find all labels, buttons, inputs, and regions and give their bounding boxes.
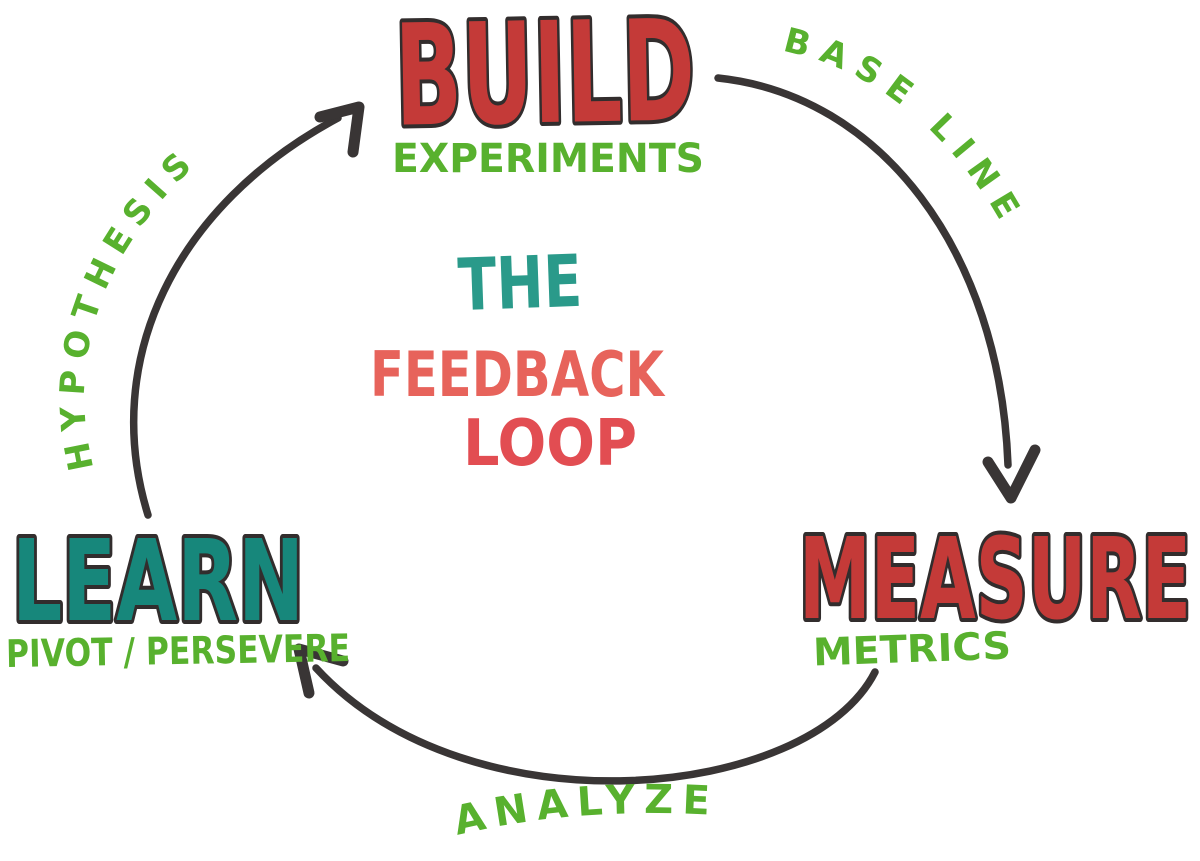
learn-to-build-arrowhead-icon [314,101,365,158]
measure-sublabel: METRICS [812,624,1011,675]
build-sublabel: EXPERIMENTS [392,136,704,182]
build-to-measure-arrow [714,74,1012,469]
edge-label-baseline: BASE LINE [780,20,1033,235]
build-to-measure-arrowhead-icon [982,444,1041,504]
baseline-label-text: BASE LINE [780,20,1022,235]
title-line1: THE [457,239,584,327]
measure-to-learn-arrowhead-icon [293,643,349,699]
learn-label: LEARN [12,517,304,647]
edge-label-hypothesis: HYPOTHESIS [53,138,207,474]
learn-to-build-arrow [130,114,342,519]
build-label: BUILD [394,0,697,159]
measure-to-learn-arrow [312,664,879,785]
measure-label: MEASURE [799,515,1191,645]
analyze-label-text: ANALYZE [450,777,711,845]
title-line3: LOOP [463,407,637,481]
edge-label-analyze: ANALYZE [450,777,720,845]
hypothesis-label-text: HYPOTHESIS [53,138,197,474]
title-line2: FEEDBACK [370,338,666,411]
learn-sublabel: PIVOT / PERSEVERE [6,626,351,676]
